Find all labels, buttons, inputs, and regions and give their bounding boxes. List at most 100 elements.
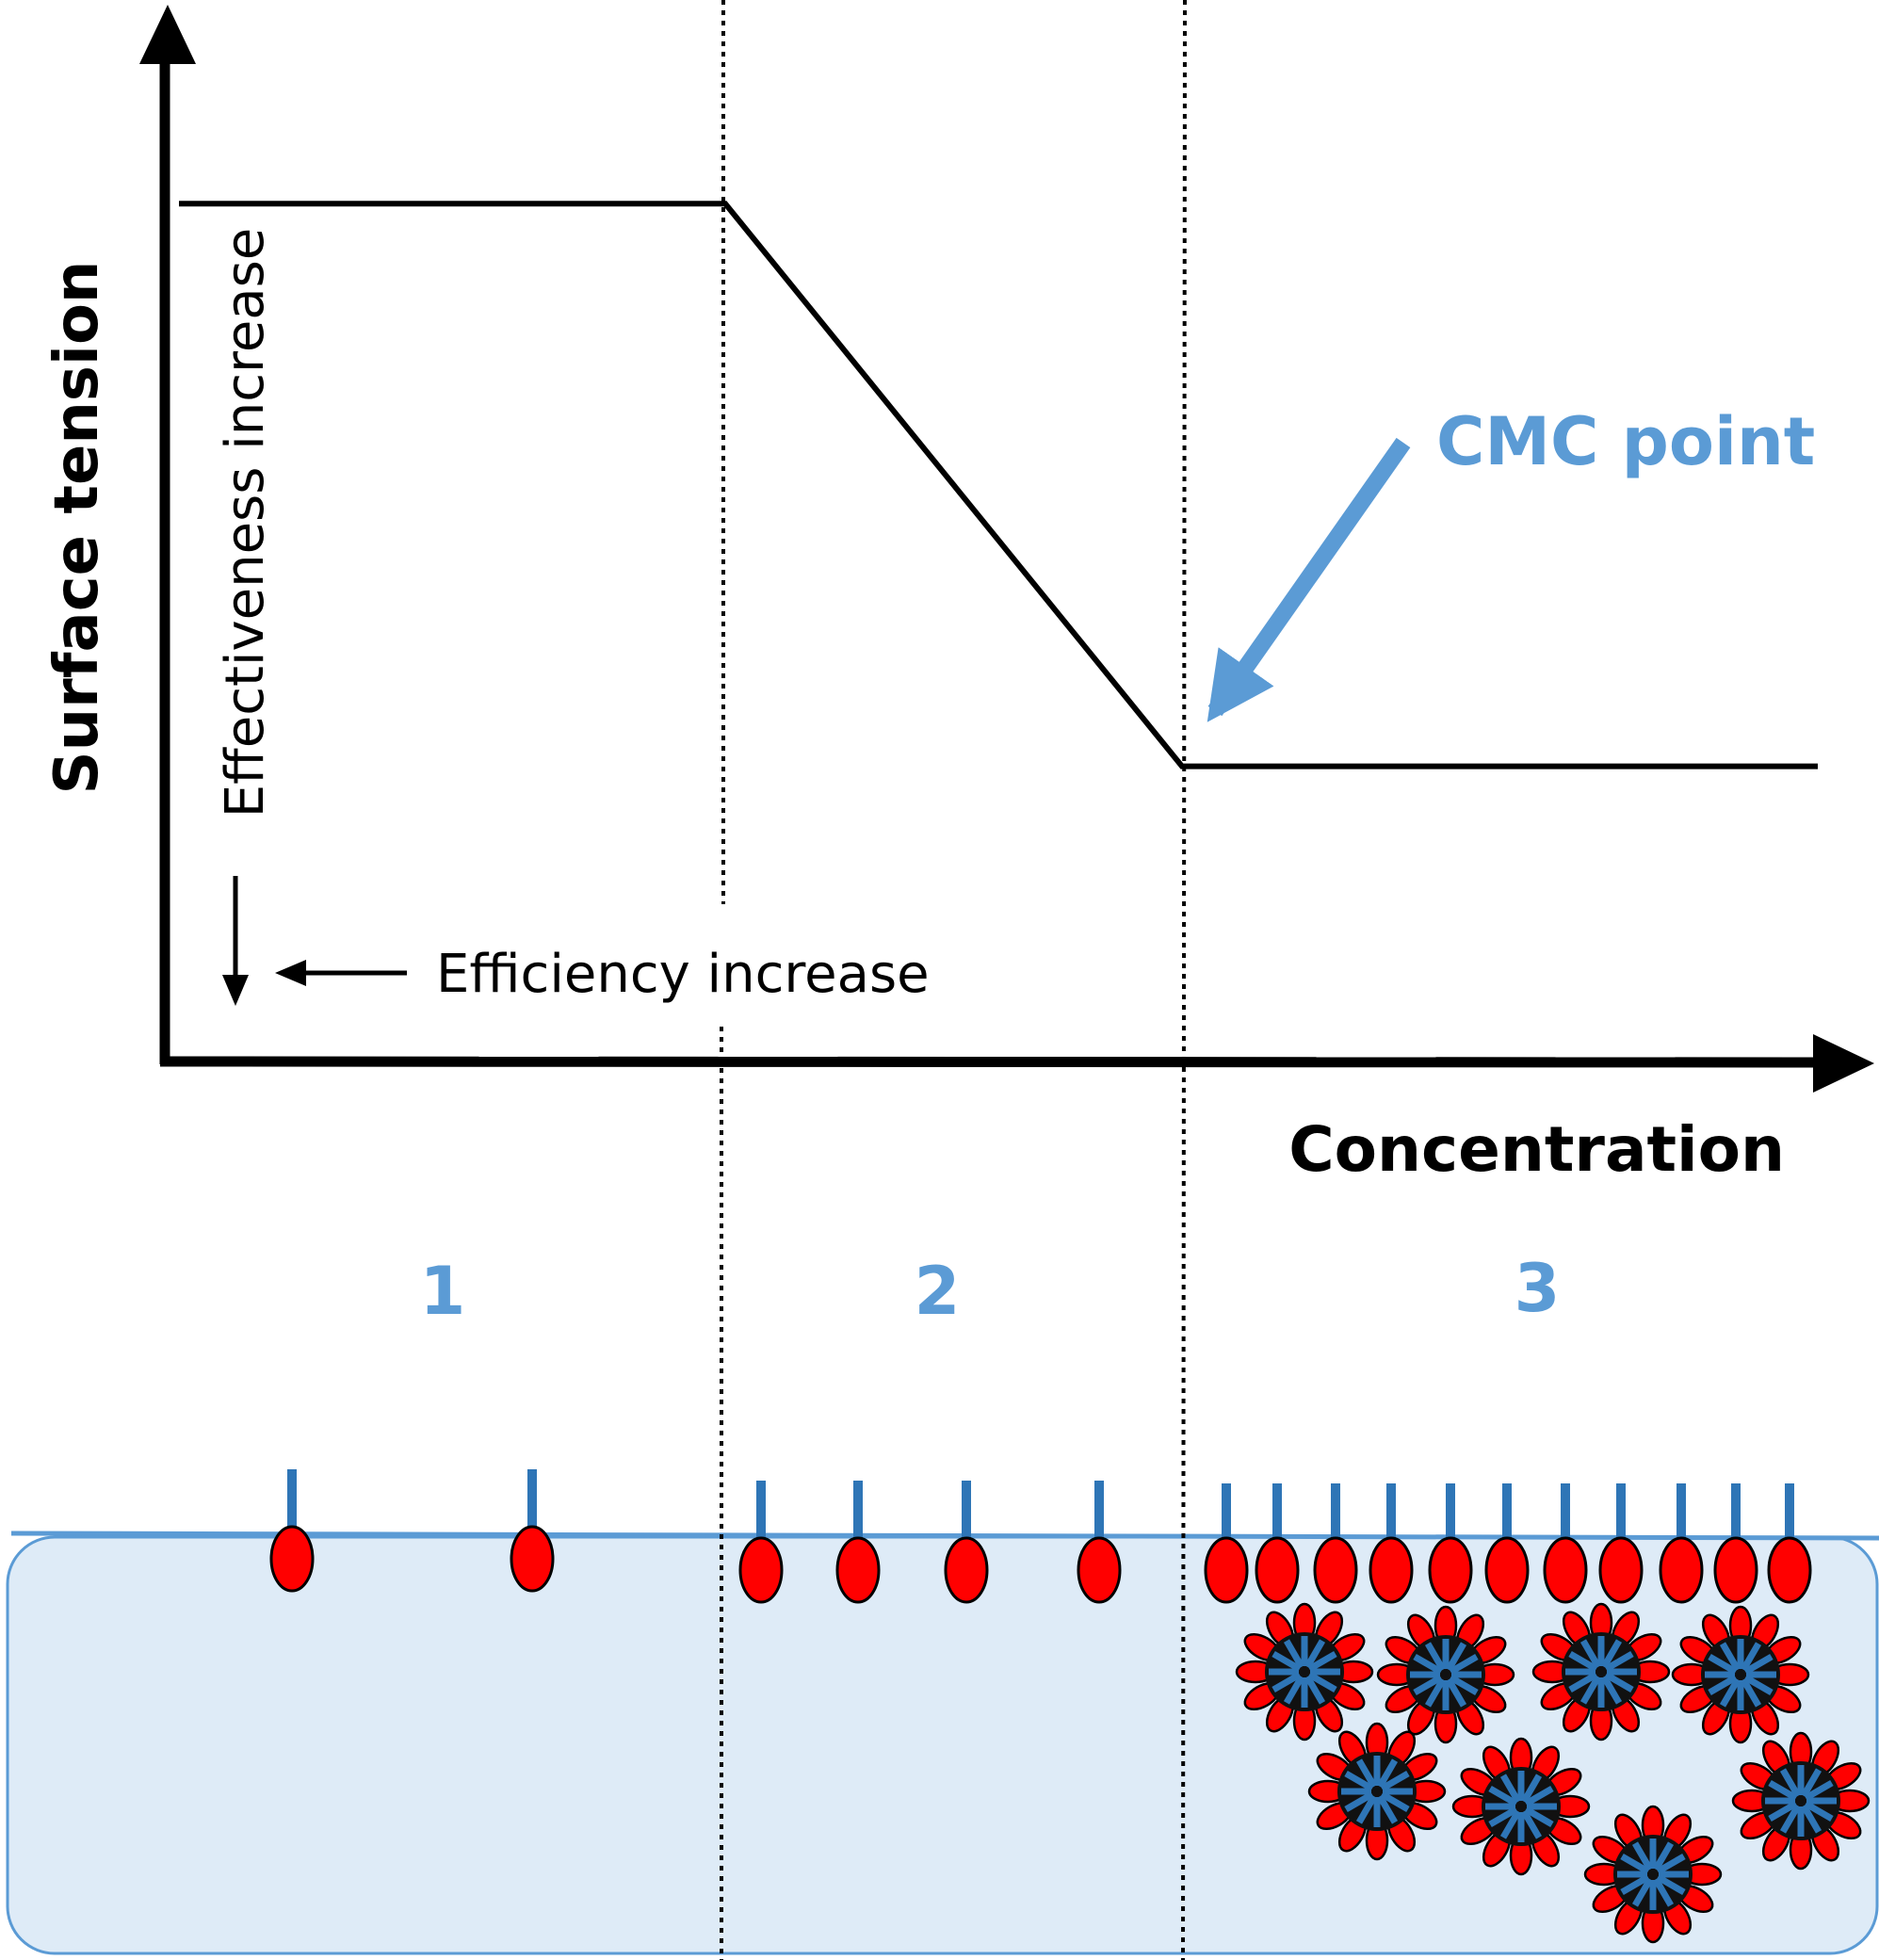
- micelle: [1235, 1602, 1374, 1741]
- micelle-tail: [1499, 1809, 1522, 1839]
- micelle: [1451, 1737, 1591, 1876]
- surfactant-head: [1369, 1536, 1414, 1604]
- micelle-tail: [1631, 1841, 1654, 1871]
- micelle-tail: [1304, 1675, 1326, 1705]
- micelle-core: [1406, 1635, 1485, 1714]
- region-label-3: 3: [1515, 1250, 1561, 1327]
- micelle-tail: [1488, 1806, 1518, 1828]
- micelle-tail: [1355, 1758, 1378, 1789]
- micelle-tail: [1579, 1639, 1602, 1669]
- micelle-tail: [1568, 1650, 1598, 1673]
- micelle-tail: [1520, 1809, 1543, 1839]
- micelle-tail: [1380, 1790, 1410, 1813]
- micelle-tail: [1579, 1675, 1602, 1705]
- surfactant-head: [1767, 1536, 1812, 1604]
- x-axis: [159, 1034, 1874, 1093]
- micelle-tail: [1449, 1674, 1479, 1696]
- effectiveness-down-arrow: [222, 876, 249, 1006]
- surfactant-head: [1255, 1536, 1300, 1604]
- micelle-core: [1761, 1761, 1840, 1840]
- micelle-tail: [1631, 1877, 1654, 1907]
- surfactant-head: [1484, 1536, 1530, 1604]
- micelle-tail: [1779, 1768, 1802, 1798]
- micelle-tail: [1604, 1650, 1634, 1673]
- micelle-tail: [1652, 1877, 1675, 1907]
- micelle-tail: [1524, 1806, 1554, 1828]
- surfactant-molecule: [1484, 1483, 1530, 1604]
- micelle-tail: [1768, 1779, 1798, 1802]
- micelle: [1307, 1722, 1447, 1861]
- micelle-tail: [1499, 1774, 1522, 1804]
- surfactant-head: [835, 1536, 881, 1604]
- micelle-tail: [1652, 1841, 1675, 1871]
- surface-surfactants: [269, 1469, 1812, 1604]
- surfactant-molecule: [1767, 1483, 1812, 1604]
- region-label-1: 1: [420, 1253, 466, 1330]
- surfactant-molecule: [1369, 1483, 1414, 1604]
- y-axis: [139, 5, 196, 1064]
- micelle-core: [1265, 1632, 1344, 1711]
- surfactant-molecule: [1428, 1483, 1473, 1604]
- micelle-tail: [1355, 1794, 1378, 1824]
- surfactant-molecule: [1659, 1483, 1704, 1604]
- micelle: [1531, 1602, 1671, 1741]
- micelle-tail: [1488, 1785, 1518, 1807]
- micelle-tail: [1380, 1770, 1410, 1792]
- x-axis-label: Concentration: [1288, 1113, 1785, 1186]
- effectiveness-label: Effectiveness increase: [215, 228, 276, 818]
- surfactant-head: [1713, 1536, 1758, 1604]
- surfactant-head: [1204, 1536, 1249, 1604]
- micelle-tail: [1620, 1853, 1650, 1875]
- surfactant-head: [1077, 1536, 1122, 1604]
- micelle: [1376, 1605, 1515, 1744]
- micelle: [1671, 1605, 1810, 1744]
- cmc-arrow: [1207, 437, 1411, 722]
- micelle-tail: [1344, 1790, 1374, 1813]
- surface-tension-curve: [179, 201, 1818, 769]
- micelle-tail: [1283, 1639, 1305, 1669]
- micelle-tail: [1656, 1873, 1686, 1896]
- surfactant-molecule: [510, 1469, 555, 1593]
- micelle-tail: [1524, 1785, 1554, 1807]
- micelle-tail: [1568, 1671, 1598, 1693]
- x-axis-arrowhead: [1813, 1034, 1874, 1093]
- micelle-tail: [1413, 1674, 1443, 1696]
- surfactant-head: [1313, 1536, 1358, 1604]
- micelle-tail: [1283, 1675, 1305, 1705]
- micelle-tail: [1376, 1794, 1399, 1824]
- micelle-tail: [1800, 1768, 1822, 1798]
- micelle: [1583, 1805, 1723, 1944]
- surfactant-head: [269, 1525, 315, 1593]
- surfactant-molecule: [835, 1481, 881, 1604]
- micelle-tail: [1304, 1639, 1326, 1669]
- surfactant-molecule: [1598, 1483, 1644, 1604]
- micelle-tail: [1445, 1677, 1467, 1708]
- micelle-tail: [1708, 1653, 1738, 1676]
- y-axis-arrowhead: [139, 5, 196, 64]
- surfactant-molecule: [1204, 1483, 1249, 1604]
- micelle-tail: [1344, 1770, 1374, 1792]
- micelle-tail: [1604, 1671, 1634, 1693]
- micelle-tail: [1740, 1642, 1762, 1672]
- micelle-core: [1562, 1632, 1641, 1711]
- surfactant-molecule: [944, 1481, 989, 1604]
- micelle-tail: [1445, 1642, 1467, 1672]
- micelle-tail: [1743, 1653, 1774, 1676]
- micelle-tail: [1779, 1804, 1802, 1834]
- surfactant-molecule: [738, 1481, 784, 1604]
- micelle: [1731, 1731, 1871, 1871]
- micelle-tail: [1307, 1650, 1337, 1673]
- surfactant-head: [738, 1536, 784, 1604]
- micelle-core: [1701, 1635, 1780, 1714]
- micelle-tail: [1424, 1642, 1447, 1672]
- micelle-tail: [1719, 1677, 1741, 1708]
- micelle-tail: [1768, 1800, 1798, 1822]
- micelle-tail: [1600, 1675, 1623, 1705]
- surfactant-molecule: [1313, 1483, 1358, 1604]
- micelle-core: [1613, 1835, 1693, 1914]
- micelle-tail: [1708, 1674, 1738, 1696]
- surfactant-head: [1598, 1536, 1644, 1604]
- surfactant-head: [510, 1525, 555, 1593]
- micelle-tail: [1800, 1804, 1822, 1834]
